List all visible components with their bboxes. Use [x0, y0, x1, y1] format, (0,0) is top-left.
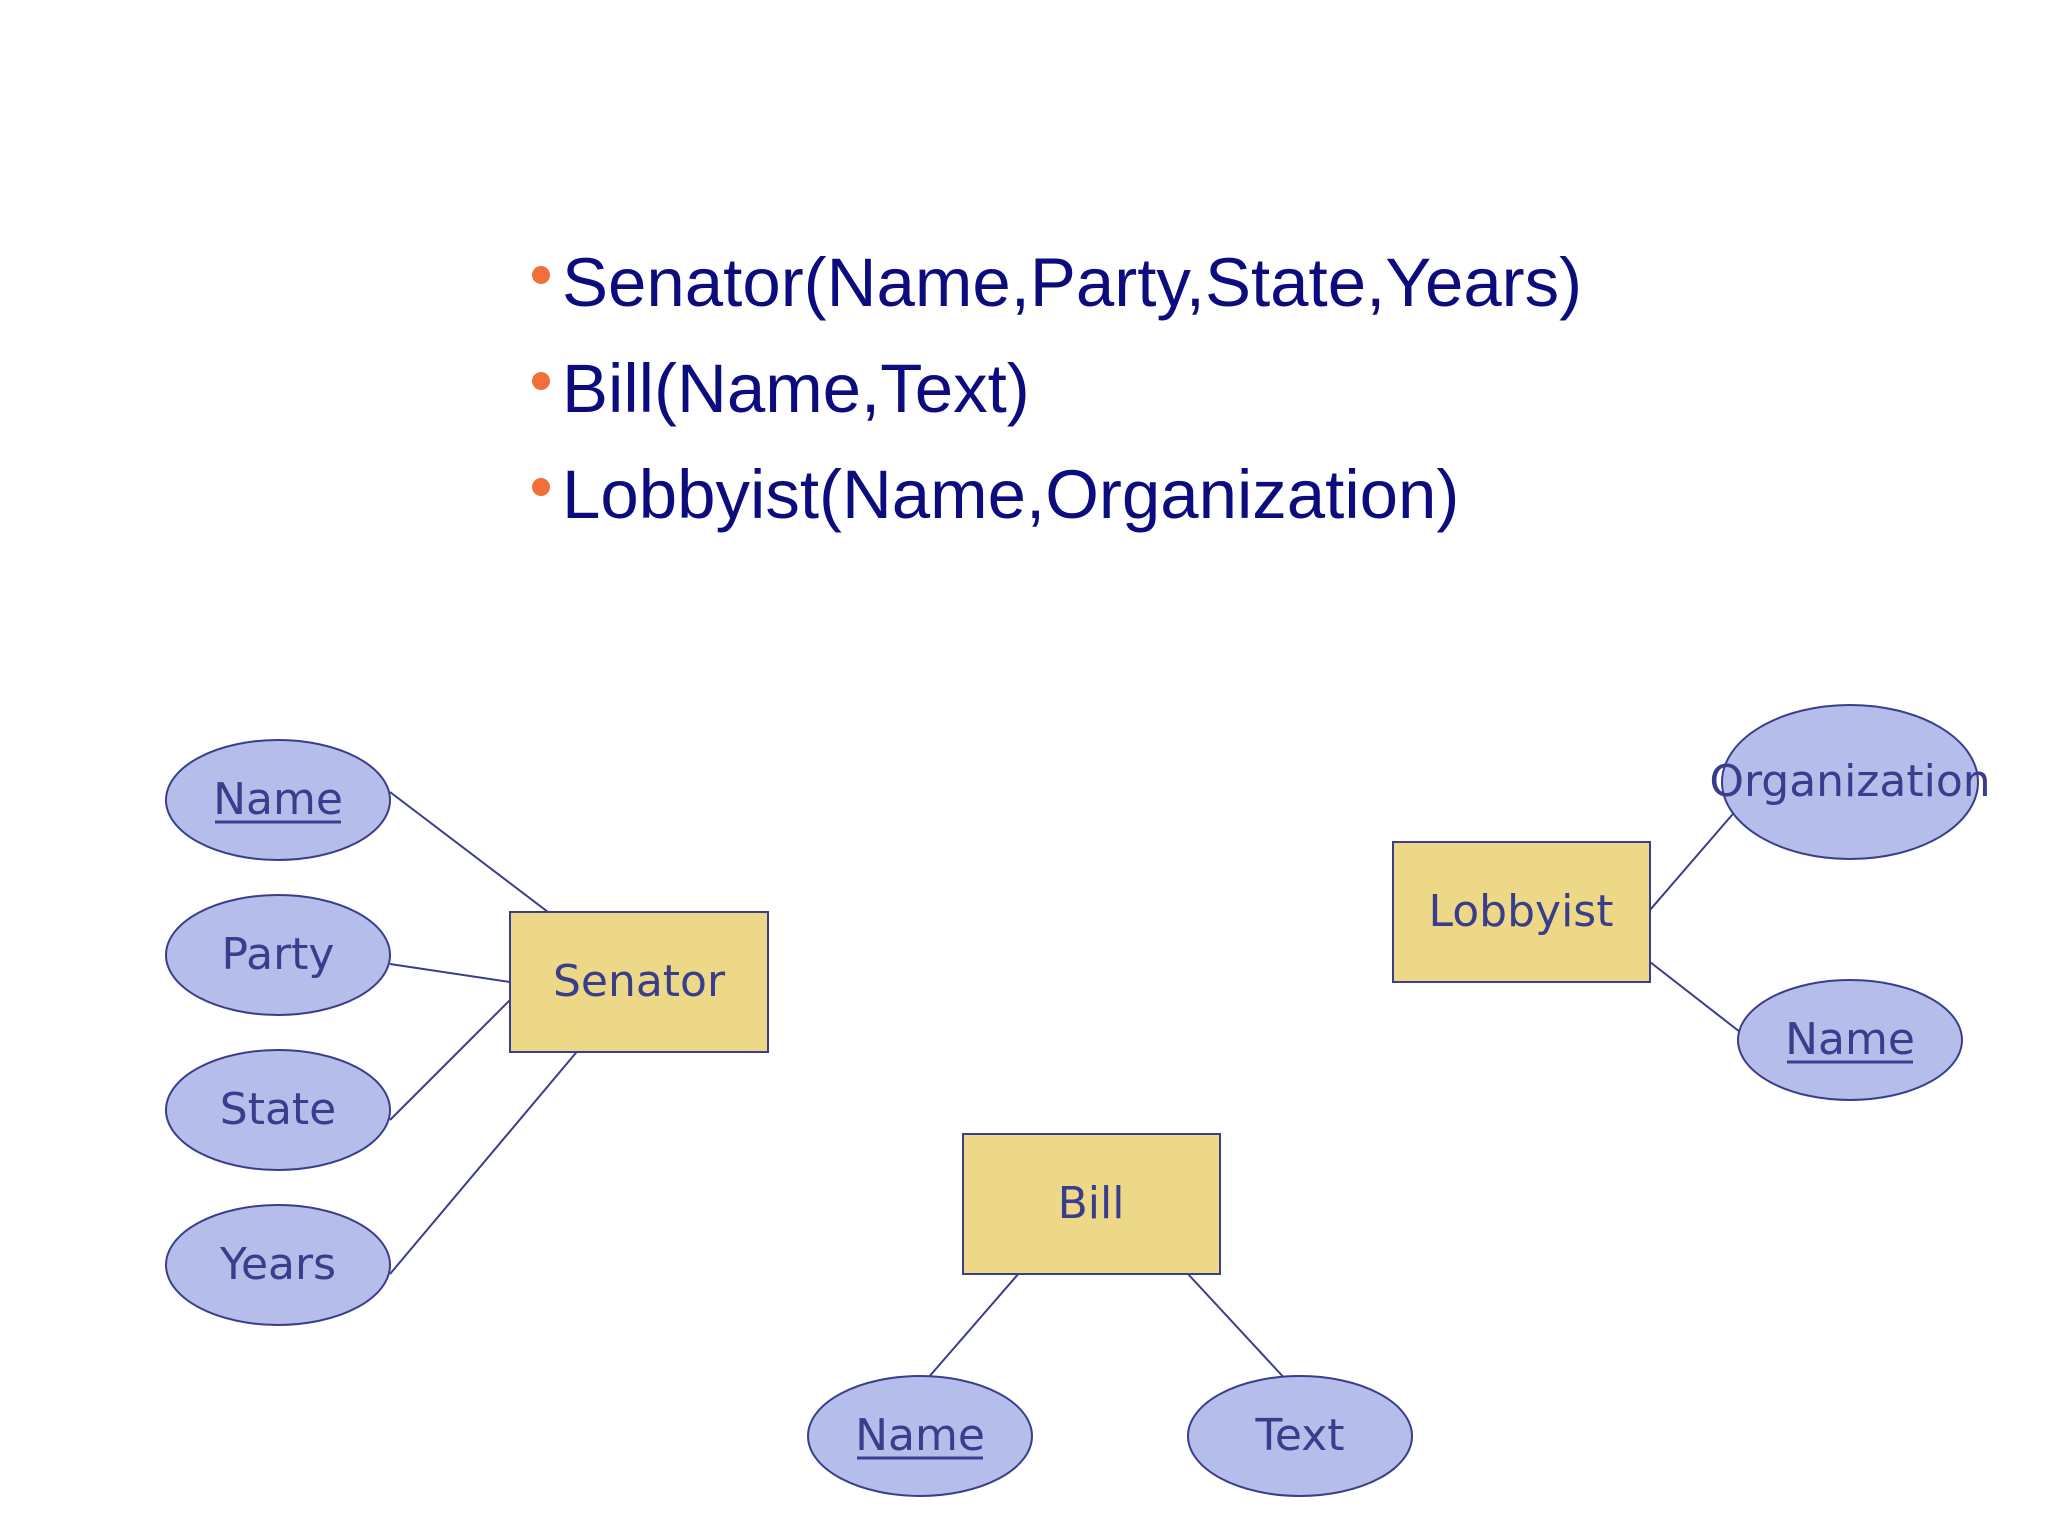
attribute-lobbyist-organization: Organization: [1709, 704, 1991, 860]
connector-lines: [389, 791, 1741, 1383]
connector-bill-name: [927, 1271, 1021, 1379]
entity-bill: Bill: [962, 1133, 1221, 1275]
entity-senator-label: Senator: [553, 956, 726, 1007]
connector-bill-text: [1187, 1273, 1289, 1383]
attribute-bill-name-label: Name: [855, 1410, 985, 1461]
attribute-senator-state: State: [165, 1049, 391, 1171]
attribute-senator-party-label: Party: [222, 929, 335, 980]
bullet-icon: [532, 266, 550, 284]
relation-bill-text: Bill(Name,Text): [562, 350, 1030, 427]
attribute-lobbyist-name-ellipse: [1737, 979, 1963, 1101]
attribute-bill-text: Text: [1187, 1375, 1413, 1497]
attribute-bill-name: Name: [807, 1375, 1033, 1497]
bullet-icon: [532, 372, 550, 390]
attribute-lobbyist-organization-ellipse: [1721, 704, 1979, 860]
connector-senator-name: [389, 791, 549, 913]
attribute-senator-state-label: State: [220, 1084, 336, 1135]
attribute-bill-name-ellipse: [807, 1375, 1033, 1497]
attribute-senator-party: Party: [165, 894, 391, 1016]
relation-lobbyist-text: Lobbyist(Name,Organization): [562, 456, 1460, 533]
connector-senator-state: [389, 997, 513, 1121]
relation-senator-text: Senator(Name,Party,State,Years): [562, 244, 1583, 321]
connector-senator-years: [389, 1047, 581, 1275]
entity-lobbyist-box: [1392, 841, 1651, 983]
attribute-senator-name: Name: [165, 739, 391, 861]
entity-lobbyist: Lobbyist: [1392, 841, 1651, 983]
entity-senator: Senator: [509, 911, 769, 1053]
connector-lobbyist-organization: [1649, 807, 1739, 911]
connector-senator-party: [389, 963, 511, 983]
entity-lobbyist-label: Lobbyist: [1429, 886, 1614, 937]
attribute-senator-years: Years: [165, 1204, 391, 1326]
attribute-senator-years-label: Years: [219, 1239, 336, 1290]
attribute-lobbyist-name: Name: [1737, 979, 1963, 1101]
entity-senator-box: [509, 911, 769, 1053]
attribute-senator-years-ellipse: [165, 1204, 391, 1326]
entity-bill-box: [962, 1133, 1221, 1275]
bullet-icon: [532, 478, 550, 496]
connector-lobbyist-name: [1649, 961, 1741, 1033]
attribute-bill-text-label: Text: [1255, 1410, 1345, 1461]
entity-bill-label: Bill: [1058, 1178, 1125, 1229]
attribute-lobbyist-name-label: Name: [1785, 1014, 1915, 1065]
attribute-senator-party-ellipse: [165, 894, 391, 1016]
attribute-bill-text-ellipse: [1187, 1375, 1413, 1497]
attribute-senator-state-ellipse: [165, 1049, 391, 1171]
attribute-senator-name-ellipse: [165, 739, 391, 861]
attribute-lobbyist-organization-label: Organization: [1709, 756, 1990, 807]
attribute-senator-name-label: Name: [213, 774, 343, 825]
